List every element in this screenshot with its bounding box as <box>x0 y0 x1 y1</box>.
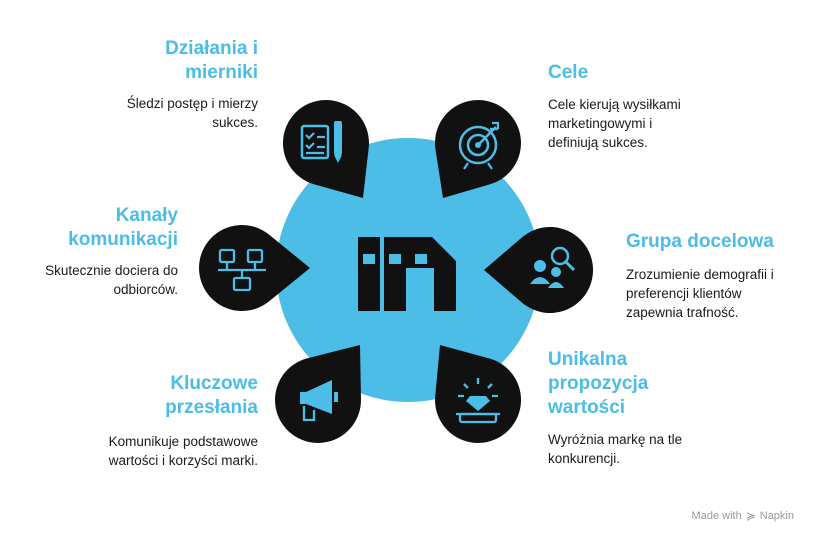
node-usp <box>435 345 522 443</box>
napkin-icon: ≽ <box>745 509 756 523</box>
node-desc-channels: Skutecznie dociera do odbiorców. <box>45 263 178 297</box>
node-messages <box>275 345 362 443</box>
center-circle <box>276 138 540 402</box>
node-channels <box>198 225 310 311</box>
megaphone-icon <box>300 380 338 422</box>
node-title-usp: Unikalna propozycja wartości <box>548 349 649 418</box>
node-desc-goals: Cele kierują wysiłkami marketingowymi i … <box>548 97 681 150</box>
network-icon <box>218 248 266 292</box>
node-title-actions: Działania i mierniki <box>165 38 258 83</box>
node-title-channels: Kanały komunikacji <box>68 205 178 250</box>
checklist-icon <box>300 121 342 163</box>
node-desc-actions: Śledzi postęp i mierzy sukces. <box>126 96 258 130</box>
node-desc-messages: Komunikuje podstawowe wartości i korzyśc… <box>108 434 258 468</box>
node-title-messages: Kluczowe przesłania <box>165 373 258 418</box>
diamond-icon <box>456 378 500 424</box>
node-goals <box>434 100 521 198</box>
node-desc-usp: Wyróżnia markę na tle konkurencji. <box>548 432 683 466</box>
footer-brand: Napkin <box>759 510 794 522</box>
node-shape-actions <box>282 99 369 198</box>
node-shape-goals <box>434 100 521 198</box>
node-desc-audience: Zrozumienie demografii i preferencji kli… <box>626 267 774 320</box>
node-audience <box>484 227 594 313</box>
footer: Made with ≽ Napkin <box>692 509 794 523</box>
footer-made-with: Made with <box>691 510 742 522</box>
people-search-icon <box>530 246 576 288</box>
brand-logo-icon <box>358 237 456 311</box>
node-title-audience: Grupa docelowa <box>626 231 774 252</box>
target-icon <box>458 121 500 170</box>
node-shape-usp <box>435 345 522 443</box>
node-title-goals: Cele <box>548 62 589 83</box>
node-actions <box>282 99 369 198</box>
